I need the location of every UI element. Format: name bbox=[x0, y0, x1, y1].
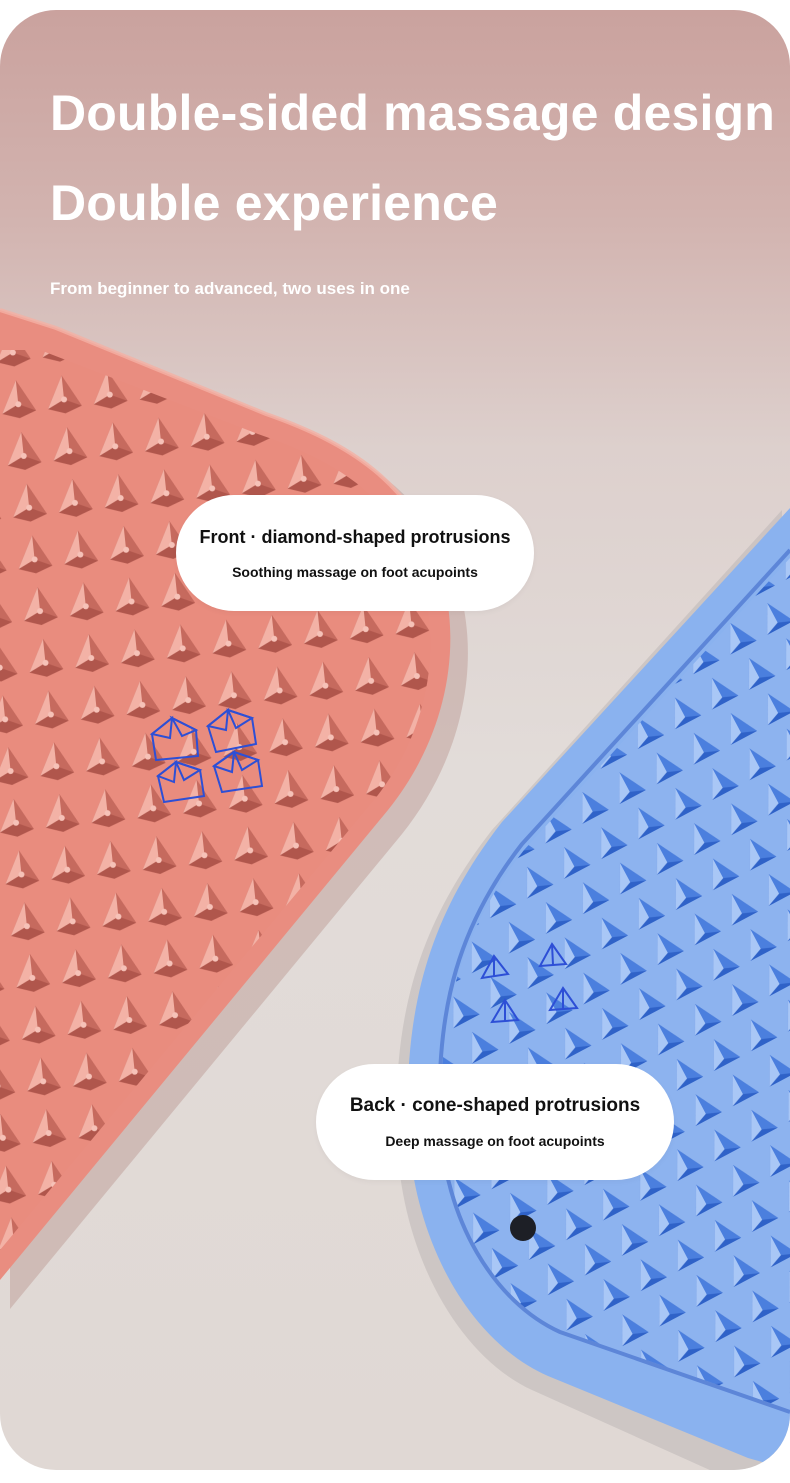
page-subtitle: From beginner to advanced, two uses in o… bbox=[50, 279, 410, 298]
page-title-line-2: Double experience bbox=[50, 175, 499, 231]
diamond-highlight-group bbox=[149, 707, 264, 804]
back-callout: Back · cone-shaped protrusions Deep mass… bbox=[316, 1064, 674, 1180]
page-title-line-1: Double-sided massage design bbox=[50, 85, 776, 141]
back-callout-heading: Back · cone-shaped protrusions bbox=[349, 1095, 641, 1116]
product-card: Double-sided massage design Double exper… bbox=[0, 10, 790, 1470]
cone-highlight-group bbox=[480, 942, 579, 1024]
mat-hanging-hole bbox=[510, 1215, 536, 1241]
back-callout-description: Deep massage on foot acupoints bbox=[385, 1133, 605, 1149]
front-callout-heading: Front · diamond-shaped protrusions bbox=[199, 526, 511, 547]
front-callout: Front · diamond-shaped protrusions Sooth… bbox=[176, 495, 534, 611]
front-callout-description: Soothing massage on foot acupoints bbox=[232, 563, 478, 580]
blue-mat-texture bbox=[441, 558, 790, 1410]
